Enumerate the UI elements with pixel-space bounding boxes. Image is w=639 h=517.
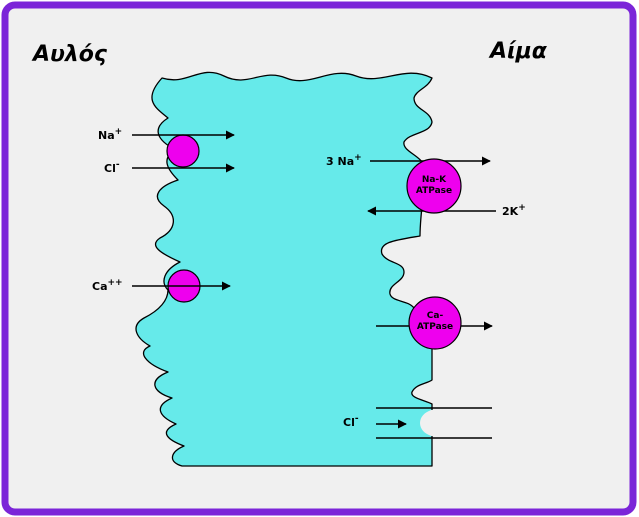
cl-out-label: Cl- [343,414,359,429]
blood-title: Αίμα [488,39,548,64]
ca-atpase-label: Ca-ATPase [417,311,453,332]
cl-label: Cl- [104,160,120,175]
k-in-label: 2K+ [502,203,526,218]
na-cl-cotransporter [166,134,200,168]
ca-atpase [408,296,462,350]
na-k-atpase [406,158,462,214]
epithelial-cell [135,71,433,467]
cl-channel-pore [420,410,440,436]
na-out-label: 3 Na+ [326,153,362,168]
lumen-title: Αυλός [31,42,108,67]
na-label: Na+ [98,127,122,142]
ca-label: Ca++ [92,278,123,293]
